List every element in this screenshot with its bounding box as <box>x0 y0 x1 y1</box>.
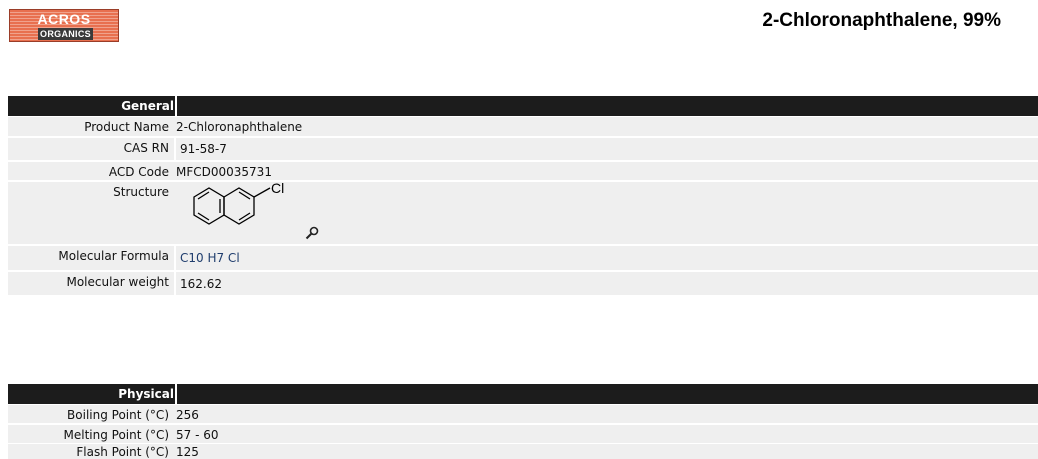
naphthalene-structure-image: Cl <box>193 182 284 225</box>
row-key: Melting Point (°C) <box>63 428 170 442</box>
magnifier-icon[interactable] <box>304 225 320 241</box>
row-acd-code: ACD Code MFCD00035731 <box>8 162 1038 180</box>
row-melting-point: Melting Point (°C) 57 - 60 <box>8 425 1038 443</box>
acros-organics-logo: ACROS ORGANICS <box>9 9 119 42</box>
row-value: 125 <box>176 445 199 459</box>
row-value: MFCD00035731 <box>176 165 272 179</box>
section-title: Physical <box>118 387 174 401</box>
section-header-physical: Physical <box>8 384 1038 404</box>
row-key: Structure <box>113 185 169 199</box>
row-flash-point: Flash Point (°C) 125 <box>8 444 1038 459</box>
row-cas-rn: CAS RN 91-58-7 <box>8 138 1038 160</box>
row-boiling-point: Boiling Point (°C) 256 <box>8 405 1038 423</box>
logo-text-acros: ACROS <box>37 11 91 27</box>
logo-text-organics: ORGANICS <box>38 28 93 40</box>
row-molecular-formula: Molecular Formula C10 H7 Cl <box>8 246 1038 270</box>
row-key: Molecular weight <box>66 275 169 289</box>
row-value: 91-58-7 <box>180 142 227 156</box>
row-key: Boiling Point (°C) <box>67 408 169 422</box>
row-key: Product Name <box>84 120 169 134</box>
row-product-name: Product Name 2-Chloronaphthalene <box>8 117 1038 136</box>
row-value: 256 <box>176 408 199 422</box>
section-title: General <box>121 99 174 113</box>
molecular-formula-link[interactable]: C10 H7 Cl <box>180 251 240 265</box>
row-key: Molecular Formula <box>58 249 169 263</box>
row-value: 57 - 60 <box>176 428 219 442</box>
row-key: ACD Code <box>108 165 169 179</box>
row-value: 2-Chloronaphthalene <box>176 120 303 134</box>
row-value: 162.62 <box>180 277 222 291</box>
row-key: CAS RN <box>123 141 169 155</box>
row-key: Flash Point (°C) <box>76 445 169 459</box>
row-molecular-weight: Molecular weight 162.62 <box>8 272 1038 295</box>
page-title: 2-Chloronaphthalene, 99% <box>762 10 1001 31</box>
row-structure: Structure Cl <box>8 182 1038 244</box>
structure-label: Cl <box>271 182 284 196</box>
section-header-general: General <box>8 96 1038 116</box>
